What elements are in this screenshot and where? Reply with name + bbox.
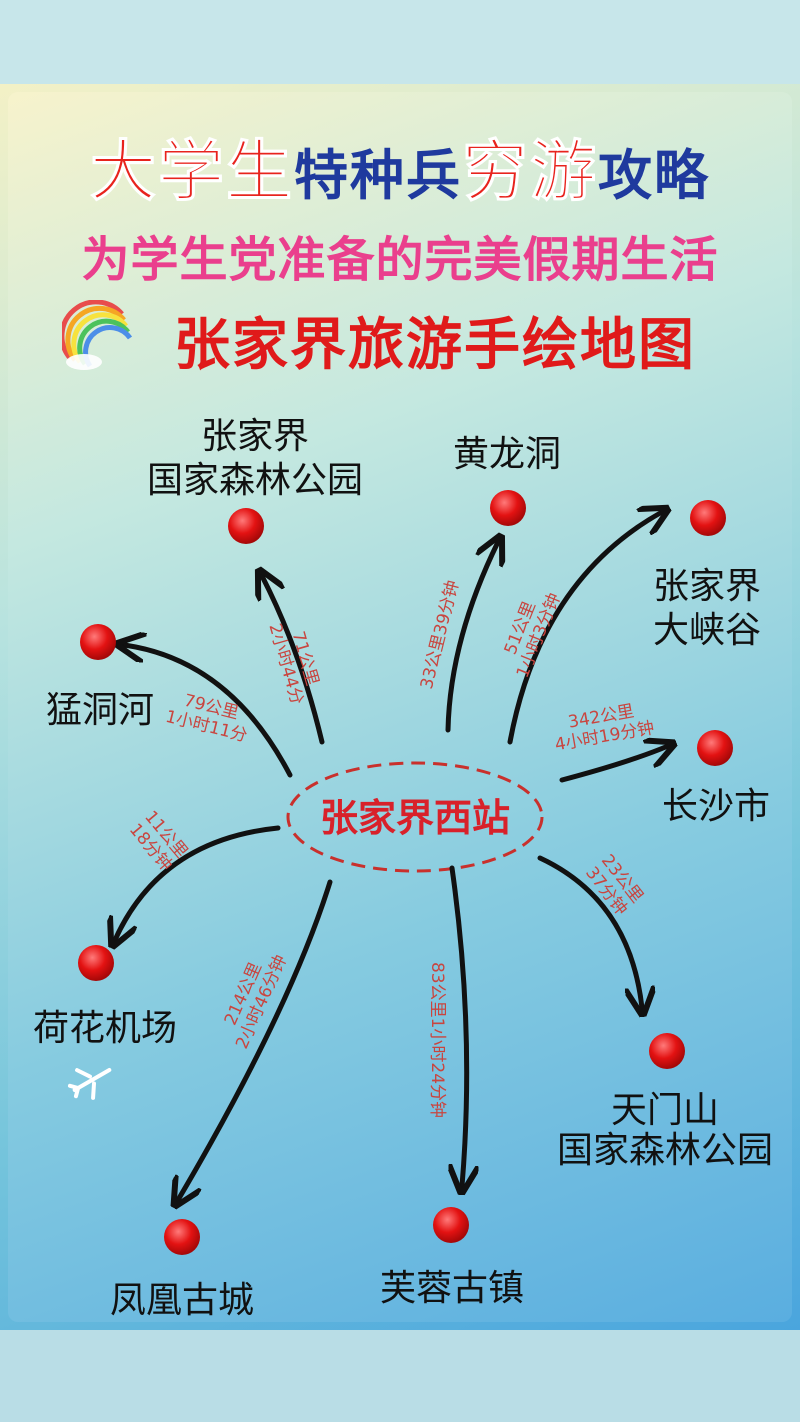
arrow-canyon xyxy=(507,512,662,745)
marker-mengdong xyxy=(80,624,116,660)
dist-forest: 71公里 2小时44分 xyxy=(264,621,322,707)
title-part-4: 攻略 xyxy=(598,144,710,207)
title-part-3: 穷游 xyxy=(462,133,598,211)
title-part-1: 大学生 xyxy=(90,133,294,211)
marker-fenghuang xyxy=(164,1219,200,1255)
place-fenghuang: 凤凰古城 xyxy=(110,1280,254,1321)
arrow-huanglong xyxy=(445,542,498,733)
arrow-fenghuang xyxy=(178,879,333,1200)
place-canyon-line1: 张家界 xyxy=(653,566,761,607)
place-huanglong: 黄龙洞 xyxy=(453,434,561,475)
arrow-airport xyxy=(115,825,281,940)
arrow-furong xyxy=(452,865,467,1186)
dist-furong-km: 83公里1小时24分钟 xyxy=(427,962,447,1118)
map-background xyxy=(0,84,800,1330)
dist-airport: 11公里 18分钟 xyxy=(125,807,191,875)
dist-tianmen: 23公里 37分钟 xyxy=(581,851,647,919)
map-title-text: 张家界旅游手绘地图 xyxy=(174,313,696,378)
place-tianmen-line1: 天门山 xyxy=(611,1090,719,1131)
place-forest-line2: 国家森林公园 xyxy=(147,460,363,501)
marker-huanglong xyxy=(490,490,526,526)
place-furong: 芙蓉古镇 xyxy=(380,1268,524,1309)
marker-furong xyxy=(433,1207,469,1243)
bottom-band xyxy=(0,1330,800,1422)
title-part-2: 特种兵 xyxy=(294,144,462,207)
place-forest-line1: 张家界 xyxy=(201,416,309,457)
dist-changsha: 342公里 4小时19分钟 xyxy=(553,701,655,755)
arrow-mengdong xyxy=(124,645,293,778)
hub-ellipse xyxy=(286,761,544,873)
place-airport: 荷花机场 xyxy=(33,1008,177,1049)
dist-huanglong: 33公里39分钟 xyxy=(417,578,463,691)
place-tianmen-line2: 国家森林公园 xyxy=(557,1130,773,1171)
dist-canyon: 51公里 1小时3分钟 xyxy=(501,590,565,681)
marker-forest xyxy=(228,508,264,544)
marker-airport xyxy=(78,945,114,981)
place-changsha: 长沙市 xyxy=(662,786,770,827)
hub-label: 张家界西站 xyxy=(320,796,510,840)
map-title: 张家界旅游手绘地图 xyxy=(0,300,800,381)
dist-furong: 83公里1小时24分钟 xyxy=(427,962,447,1118)
dist-fenghuang: 214公里 2小时46分钟 xyxy=(221,952,291,1052)
dist-huanglong-km: 33公里39分钟 xyxy=(417,578,463,691)
marker-tianmen xyxy=(649,1033,685,1069)
rainbow-icon xyxy=(62,300,132,370)
place-mengdong: 猛洞河 xyxy=(46,690,154,731)
place-canyon-line2: 大峡谷 xyxy=(653,610,761,651)
marker-canyon xyxy=(690,500,726,536)
marker-changsha xyxy=(697,730,733,766)
airplane-icon xyxy=(67,1068,112,1100)
arrow-forest xyxy=(262,576,325,745)
subtitle: 为学生党准备的完美假期生活 xyxy=(81,232,719,288)
arrow-tianmen xyxy=(537,855,642,1008)
arrow-changsha xyxy=(559,746,668,783)
dist-mengdong: 79公里 1小时11分 xyxy=(163,691,249,747)
page-title: 大学生特种兵穷游攻略 xyxy=(0,118,800,214)
